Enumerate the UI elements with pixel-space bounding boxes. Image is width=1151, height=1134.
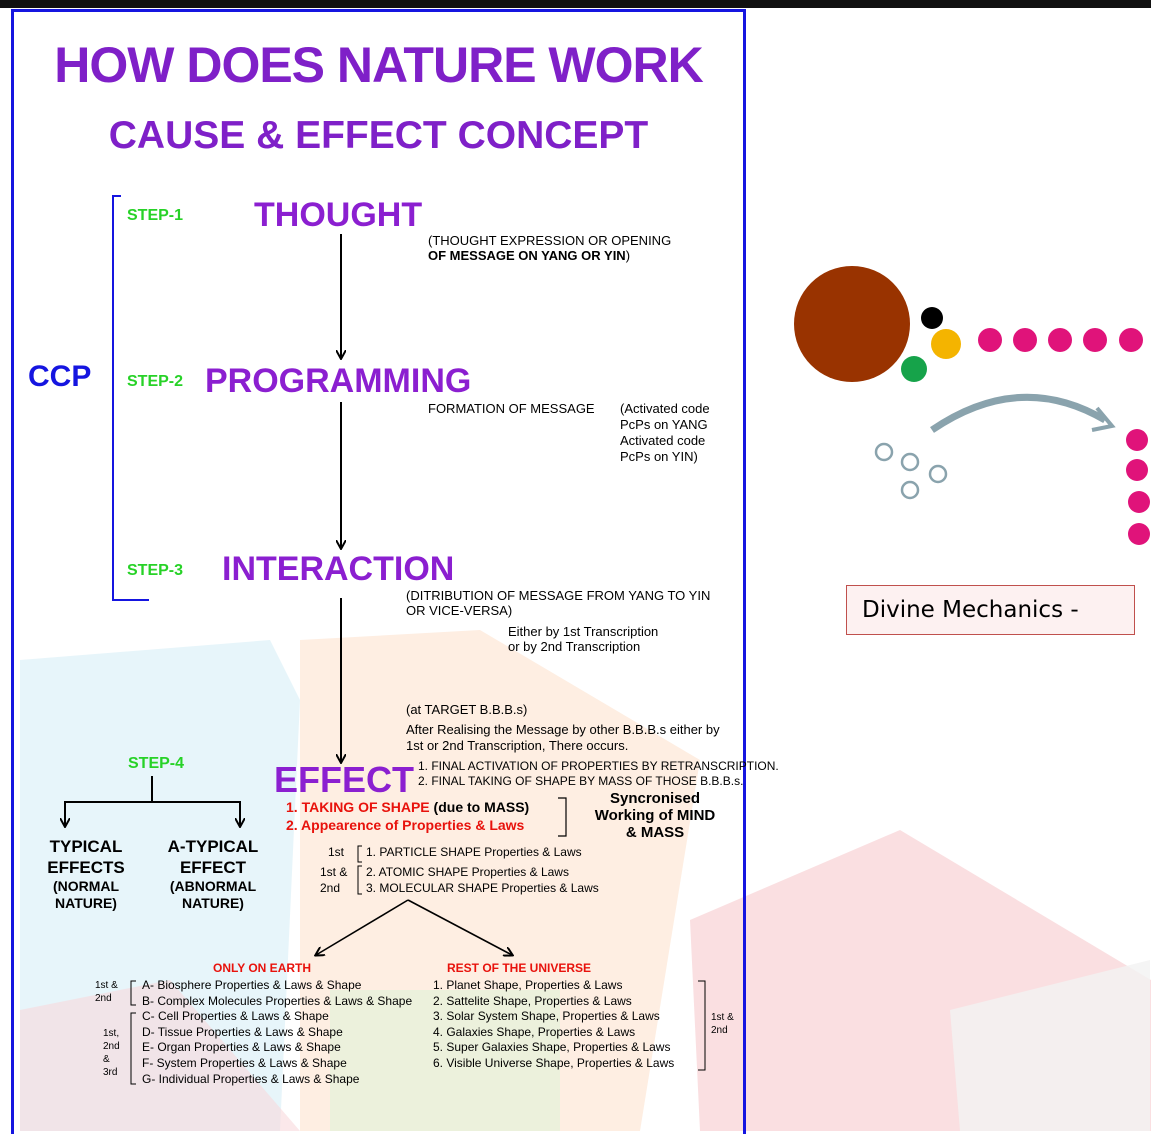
arrow-typical (65, 776, 153, 826)
interaction-heading: INTERACTION (222, 550, 455, 588)
step3-label: STEP-3 (127, 562, 184, 579)
diagram-frame (11, 9, 746, 1134)
earth-item-3: C- Cell Properties & Laws & Shape (142, 1009, 329, 1024)
arrow-universe (407, 899, 512, 955)
step4-label: STEP-4 (128, 755, 185, 772)
universe-order-a: 1st & (711, 1012, 734, 1023)
thought-note-2-wrap: OF MESSAGE ON YANG OR YIN) (428, 248, 630, 264)
atypical-effect: A-TYPICAL EFFECT (ABNORMAL NATURE) (158, 836, 268, 912)
universe-item-6: 6. Visible Universe Shape, Properties & … (433, 1056, 675, 1070)
target-note-2: After Realising the Message by other B.B… (406, 722, 720, 737)
atypical-l3: (ABNORMAL (169, 878, 257, 894)
target-note-1: (at TARGET B.B.B.s) (406, 702, 528, 717)
effect-final-1: 1. FINAL ACTIVATION OF PROPERTIES BY RET… (418, 759, 779, 773)
target-note-3: 1st or 2nd Transcription, There occurs. (406, 738, 629, 753)
atypical-l4: NATURE) (182, 895, 244, 911)
earth-item-4: D- Tissue Properties & Laws & Shape (142, 1024, 343, 1039)
thought-note-2: OF MESSAGE ON YANG OR YIN (428, 248, 626, 263)
shape-item-3: 3. MOLECULAR SHAPE Properties & Laws (366, 881, 599, 895)
earth-group2-order-c: & (103, 1054, 110, 1065)
sync-note-1: Syncronised (609, 790, 701, 807)
curved-arrow (930, 393, 1107, 433)
step1-label: STEP-1 (127, 207, 184, 224)
sub-title: CAUSE & EFFECT CONCEPT (108, 114, 649, 157)
universe-order-b: 2nd (711, 1025, 728, 1036)
earth-item-6: F- System Properties & Laws & Shape (142, 1056, 347, 1070)
earth-item-1: A- Biosphere Properties & Laws & Shape (142, 978, 362, 992)
effect-final-2: 2. FINAL TAKING OF SHAPE BY MASS OF THOS… (418, 774, 744, 788)
earth-group2-order-d: 3rd (103, 1067, 118, 1078)
interaction-note-3: Either by 1st Transcription (508, 624, 659, 639)
programming-heading: PROGRAMMING (205, 362, 472, 400)
ccp-label: CCP (28, 360, 92, 393)
universe-heading: REST OF THE UNIVERSE (447, 961, 592, 975)
thought-note-1: (THOUGHT EXPRESSION OR OPENING (428, 233, 672, 248)
atypical-l1: A-TYPICAL (167, 837, 259, 856)
divine-mechanics-caption: Divine Mechanics - (846, 585, 1135, 635)
sync-note-2: Working of MIND (594, 807, 716, 824)
interaction-note-2: OR VICE-VERSA) (406, 603, 513, 618)
thought-heading: THOUGHT (254, 196, 423, 234)
interaction-note-4: or by 2nd Transcription (508, 639, 641, 654)
universe-item-2: 2. Sattelite Shape, Properties & Laws (433, 993, 632, 1008)
thought-note-2-close: ) (625, 248, 631, 263)
effect-red-1-wrap: 1. TAKING OF SHAPE (due to MASS) (286, 799, 529, 815)
shape-item-1: 1. PARTICLE SHAPE Properties & Laws (366, 845, 582, 859)
universe-item-4: 4. Galaxies Shape, Properties & Laws (433, 1024, 636, 1039)
brown-circle (794, 266, 910, 382)
shape-item-2: 2. ATOMIC SHAPE Properties & Laws (366, 865, 569, 879)
effect-red-1: 1. TAKING OF SHAPE (286, 799, 430, 815)
sync-note-3: & MASS (625, 824, 685, 841)
earth-item-7: G- Individual Properties & Laws & Shape (142, 1071, 360, 1086)
sync-note: Syncronised Working of MIND & MASS (572, 790, 738, 841)
typical-l1: TYPICAL (49, 837, 123, 856)
interaction-note-1: (DITRIBUTION OF MESSAGE FROM YANG TO YIN (406, 588, 711, 603)
effect-heading: EFFECT (274, 759, 414, 800)
programming-note-b4: PcPs on YIN) (620, 449, 698, 464)
earth-heading: ONLY ON EARTH (213, 961, 312, 975)
green-dot (901, 356, 927, 382)
universe-item-1: 1. Planet Shape, Properties & Laws (433, 978, 623, 992)
typical-l4: NATURE) (55, 895, 117, 911)
arrow-atypical (152, 801, 240, 826)
earth-group2-order-b: 2nd (103, 1041, 120, 1052)
universe-item-3: 3. Solar System Shape, Properties & Laws (433, 1009, 660, 1024)
programming-note-b2: PcPs on YANG (620, 417, 708, 432)
typical-l3: (NORMAL (52, 878, 120, 894)
gold-dot (931, 329, 961, 359)
atypical-l2: EFFECT (179, 858, 247, 877)
top-border (0, 0, 1151, 8)
earth-group1-order-b: 2nd (95, 993, 112, 1004)
arrow-earth (316, 899, 409, 955)
earth-group2-order-a: 1st, (103, 1028, 120, 1039)
typical-l2: EFFECTS (47, 858, 125, 877)
programming-note-b1: (Activated code (620, 401, 710, 416)
earth-item-2: B- Complex Molecules Properties & Laws &… (142, 993, 413, 1008)
magenta-column (1126, 429, 1150, 545)
shape-order-2b: 2nd (320, 881, 341, 895)
shape-order-2a: 1st & (320, 865, 348, 879)
hollow-dots (874, 442, 948, 500)
effect-red-2: 2. Appearence of Properties & Laws (286, 817, 525, 833)
programming-note-b3: Activated code (620, 433, 706, 448)
typical-effects: TYPICAL EFFECTS (NORMAL NATURE) (40, 836, 132, 912)
magenta-row (978, 328, 1143, 352)
earth-item-5: E- Organ Properties & Laws & Shape (142, 1040, 341, 1055)
main-title: HOW DOES NATURE WORK (54, 37, 703, 93)
shape-order-1: 1st (328, 845, 345, 859)
effect-red-1-suffix: (due to MASS) (433, 799, 530, 815)
black-dot (921, 307, 943, 329)
universe-item-5: 5. Super Galaxies Shape, Properties & La… (433, 1040, 671, 1055)
step2-label: STEP-2 (127, 373, 184, 390)
earth-group1-order-a: 1st & (95, 980, 118, 991)
ccp-bracket (112, 195, 149, 601)
programming-note-a: FORMATION OF MESSAGE (428, 401, 595, 416)
